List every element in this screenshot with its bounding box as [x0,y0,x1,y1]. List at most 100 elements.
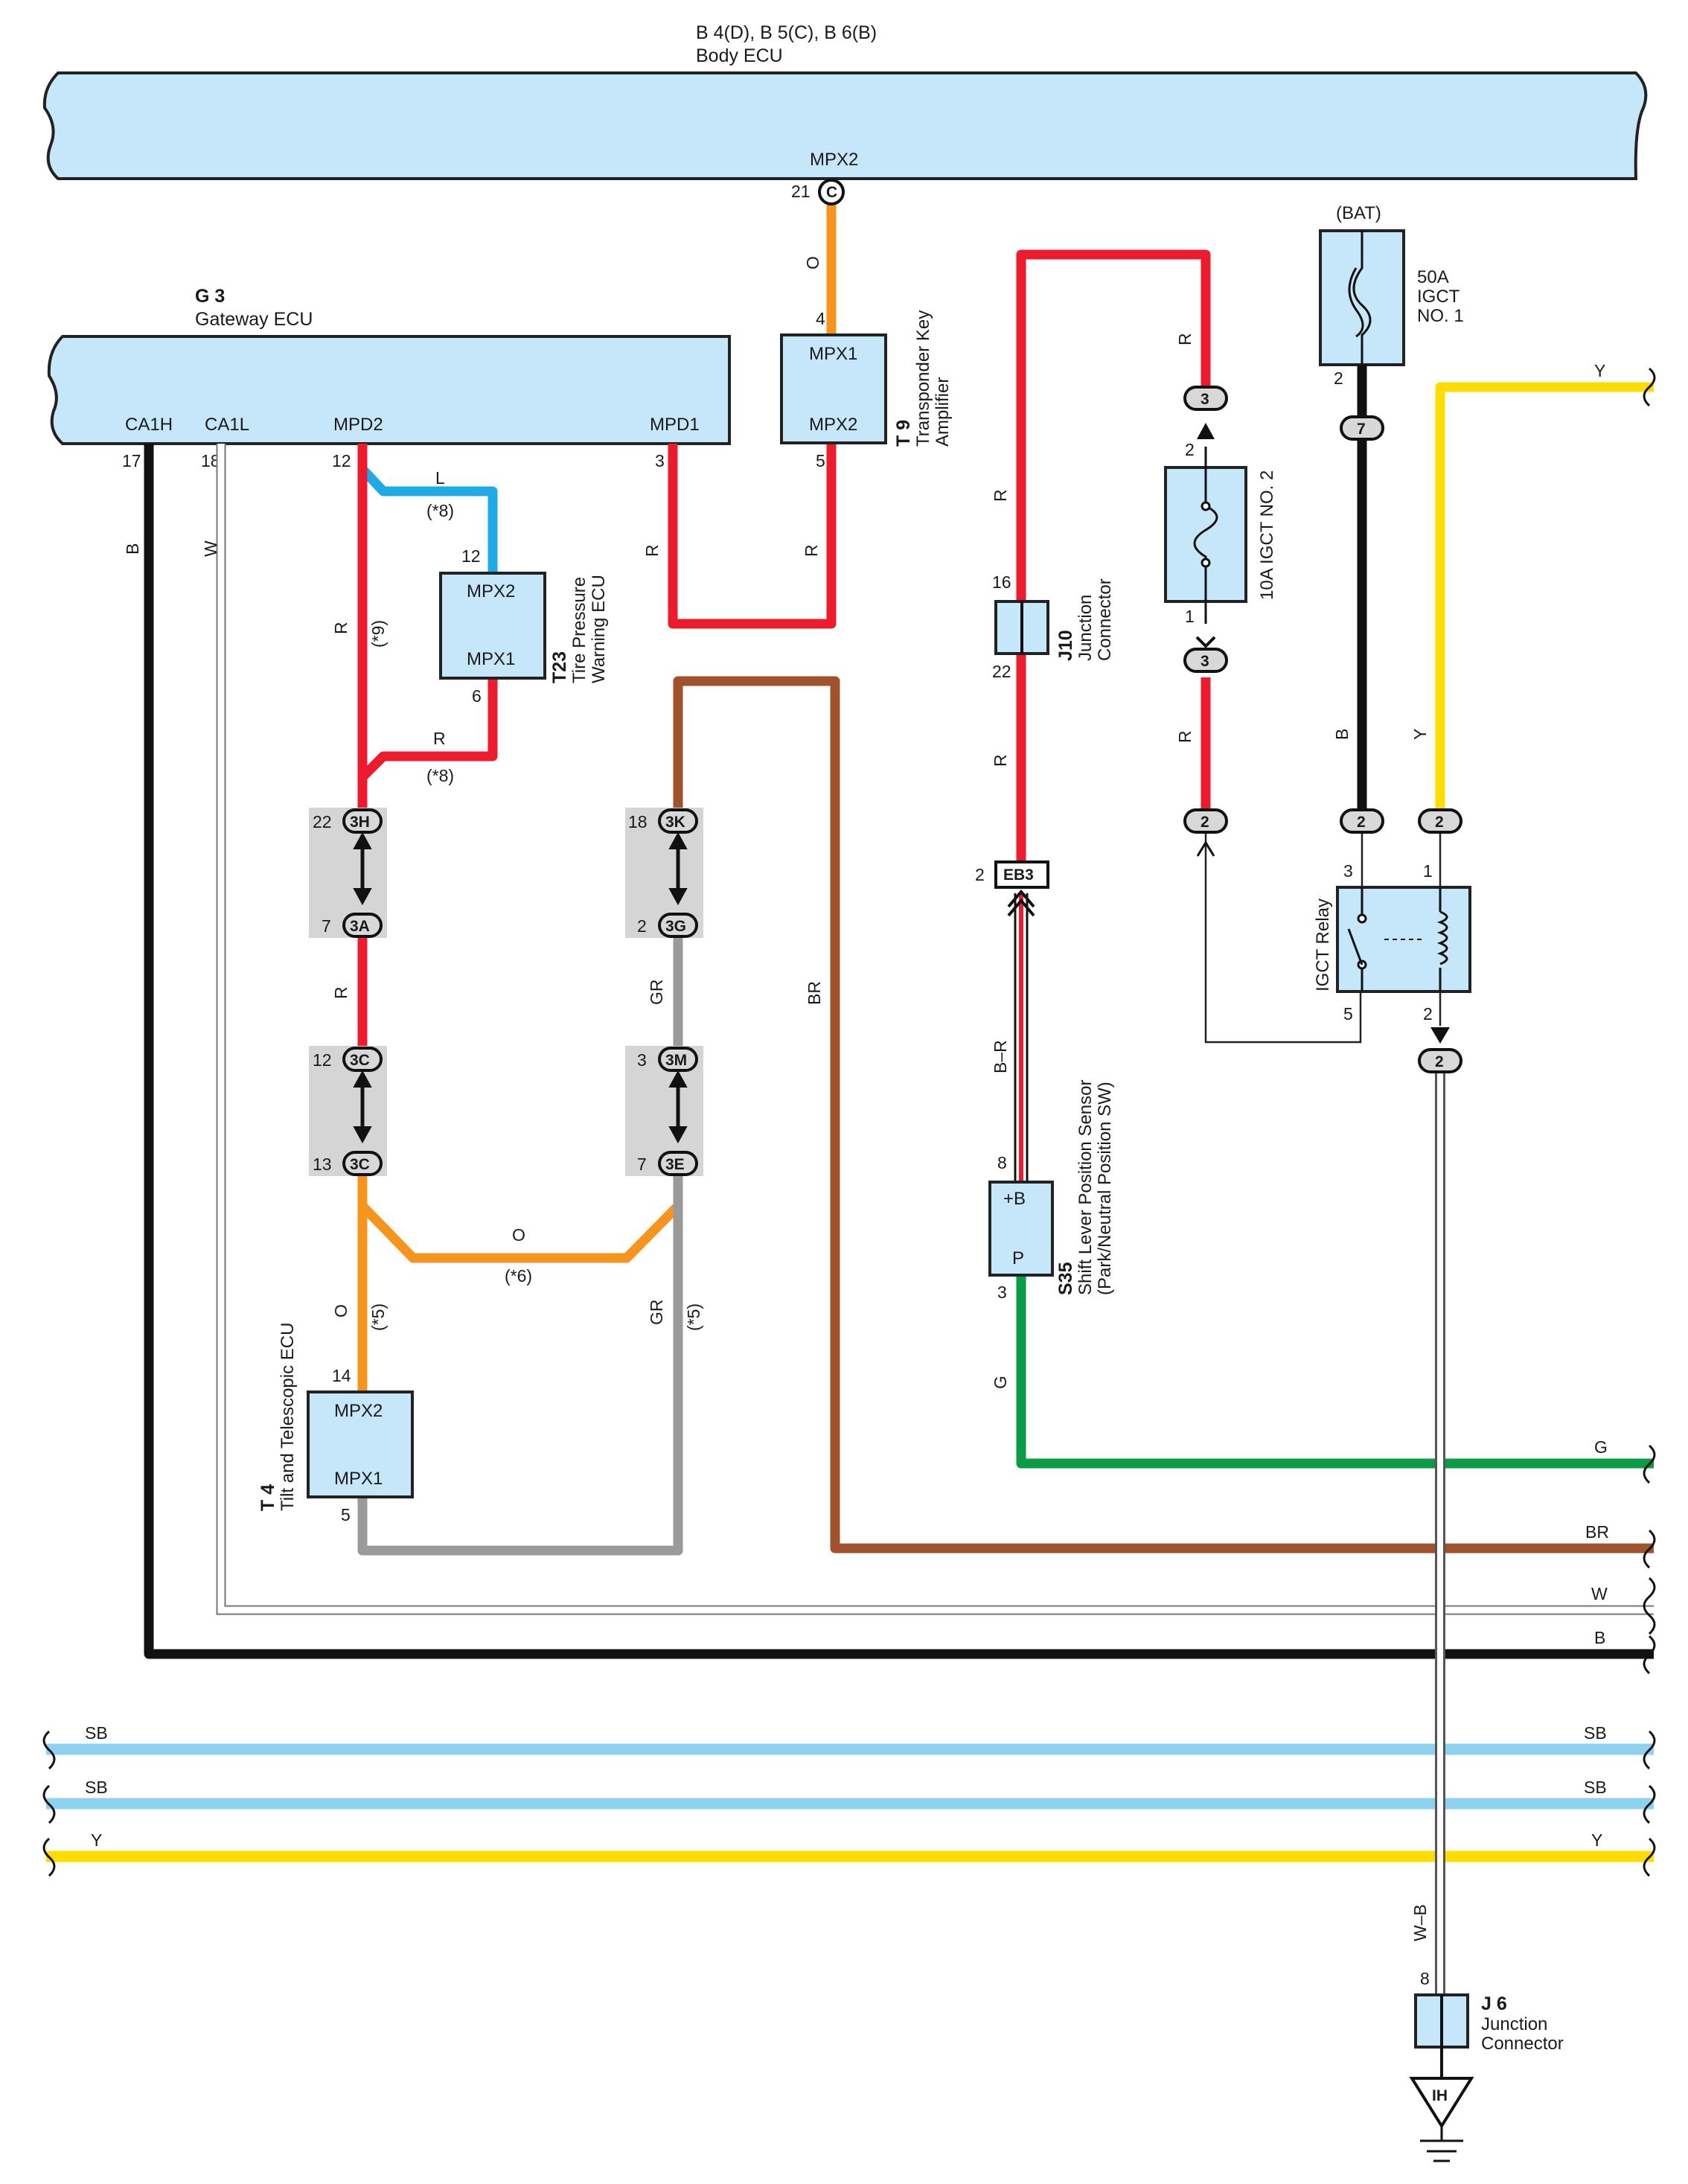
tilt-ecu-terminal-top: MPX2 [334,1401,383,1421]
relay-pin-2: 2 [1423,1004,1433,1024]
conn-2-relay-y [1418,808,1462,834]
gateway-terminal-ca1l: CA1L [205,415,249,435]
conn-2-out-label: 2 [1435,1053,1444,1070]
notes: (*8) (*8) (*6) (*9) (*5) (*5) [368,501,703,1331]
wire-label-r-mpd2: R [331,622,351,634]
relay-coil [1436,910,1448,965]
bus-label-sb1-left: SB [85,1723,108,1743]
pin-3-3m: 3 [637,1050,647,1070]
pill-3c-top [342,1047,383,1072]
tire-pressure-ecu: MPX2 MPX1 12 6 T23 Tire Pressure Warning… [439,546,609,706]
j6-name-1: Junction [1481,2014,1547,2034]
tire-ecu-terminal-bottom: MPX1 [467,649,515,669]
wire-label-r-tire: R [433,729,446,748]
fuse-50a-bat: (BAT) [1336,203,1381,223]
conn-2-fuse [1183,808,1228,834]
tire-ecu-name-1: Tire Pressure [569,577,589,683]
pill-3g-label: 3G [665,918,686,935]
pill-3c-bottom [342,1151,383,1176]
transponder-terminal-bottom: MPX2 [809,415,857,435]
wire-w-ca1l-inner [217,444,1654,1614]
wire-label-b-relay: B [1332,729,1352,740]
tilt-ecu-ref: T 4 [258,1484,278,1511]
body-ecu-ref: B 4(D), B 5(C), B 6(B) [696,22,877,43]
pin-18-3k: 18 [628,812,648,831]
note-6: (*6) [505,1266,532,1286]
body-ecu-name: Body ECU [696,45,783,66]
shift-lever-position-sensor: +B P 8 3 S35 Shift Lever Position Sensor… [988,1080,1115,1302]
conn-2-out [1418,1048,1462,1073]
fuse-10a-name: 10A IGCT NO. 2 [1257,470,1277,600]
wire-br-3k-to-right [673,676,1654,1554]
break-marks [42,367,1656,1877]
fuse-50a-element [1352,231,1372,365]
gateway-ecu-ref: G 3 [195,286,225,307]
j10-pin-bottom: 22 [992,662,1011,681]
relay-pin-5: 5 [1343,1004,1353,1024]
tire-ecu-name-2: Warning ECU [589,575,609,683]
conn-3-bottom [1183,648,1228,673]
conn-7-label: 7 [1357,421,1366,438]
j6-pin: 8 [1420,1969,1430,1988]
pill-3m-label: 3M [665,1052,687,1069]
connector-arrows [353,831,688,1144]
break-g-right [1643,1444,1656,1484]
j6-ref: J 6 [1481,1993,1507,2014]
j10-junction-connector: 16 22 J10 Junction Connector [992,572,1115,681]
transponder-name-2: Amplifier [933,377,953,447]
j10-ref: J10 [1055,630,1076,661]
transponder-pin-top: 4 [816,309,825,328]
pill-3m [658,1047,698,1072]
wire-gr-3e-to-tilt [357,1165,683,1556]
gateway-ecu-name: Gateway ECU [195,309,313,330]
pill-3a [342,913,383,938]
break-y-bus-left [42,1837,56,1877]
s35-pin-bottom: 3 [997,1283,1007,1302]
bus-label-sb1-right: SB [1584,1723,1607,1743]
s35-name-2: (Park/Neutral Position SW) [1095,1082,1115,1295]
relay-pin-3: 3 [1343,861,1353,881]
edge-label-y: Y [1594,361,1605,380]
j10-name-2: Connector [1095,578,1115,661]
eb3-arrow [1007,889,1035,917]
relay-switch-contact [1347,928,1363,965]
transponder-box [780,333,887,444]
transponder-key-amplifier: MPX1 MPX2 4 5 T 9 Transponder Key Amplif… [780,309,953,470]
break-br-right [1643,1529,1656,1569]
wire-label-o-mid: O [512,1225,525,1245]
tire-ecu-ref: T23 [549,651,570,683]
pill-3g [658,913,698,938]
pin-2-3g: 2 [637,916,647,936]
tilt-telescopic-ecu: MPX2 MPX1 14 5 T 4 Tilt and Telescopic E… [258,1323,414,1524]
break-y-bus-right [1643,1837,1656,1877]
break-w-right [1643,1577,1656,1635]
wire-label-y-relay: Y [1410,729,1430,740]
body-ecu-pin-21: 21 [791,182,811,201]
body-ecu-connector: C 21 [791,179,845,205]
wire-label-o-top: O [803,256,822,269]
ground-triangle [1409,2077,1474,2129]
conn-7 [1340,415,1384,441]
eb3-box [994,860,1049,889]
wire-label-r-j10-top: R [991,489,1010,502]
fuse-10a-pin-bottom: 1 [1185,607,1195,626]
fuse-50a-line3: NO. 1 [1417,306,1464,326]
break-b-right [1643,1635,1656,1675]
body-ecu-box [42,71,1648,180]
fuse-50a-igct-no1: (BAT) 50A IGCT NO. 1 2 [1319,203,1464,417]
break-sb1-left [42,1730,56,1770]
bus-label-sb2-left: SB [85,1778,108,1797]
fuse-50a-line1: 50A [1417,267,1449,287]
wire-label-wb: W–B [1410,1904,1430,1941]
wire-label-w-ca1l: W [201,540,220,557]
edge-label-br: BR [1585,1522,1609,1542]
igct-relay: 3 1 5 2 IGCT Relay [1313,861,1471,1024]
conn-3-top [1183,386,1228,411]
edge-labels: Y G BR W B SB SB Y SB SB Y [85,361,1609,1850]
pill-3e-label: 3E [665,1156,685,1173]
gateway-terminal-ca1h: CA1H [125,415,173,435]
gateway-pin-17: 17 [122,451,141,470]
wire-l-to-tire-ecu [359,465,498,573]
wire-label-r-fuse-bot: R [1175,730,1195,743]
